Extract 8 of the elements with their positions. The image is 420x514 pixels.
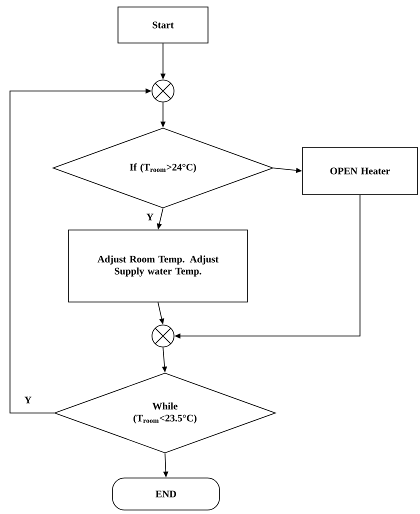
process-box: Adjust Room Temp. Adjust Supply water Temp. <box>68 230 248 302</box>
junction-circle <box>152 80 174 102</box>
edge-label: Y <box>145 212 155 222</box>
junction-circle <box>152 324 174 348</box>
edge-label: Y <box>23 396 33 404</box>
start-box: Start <box>118 6 208 44</box>
terminal-box: END <box>112 478 220 510</box>
process-box: OPEN Heater <box>302 147 418 195</box>
